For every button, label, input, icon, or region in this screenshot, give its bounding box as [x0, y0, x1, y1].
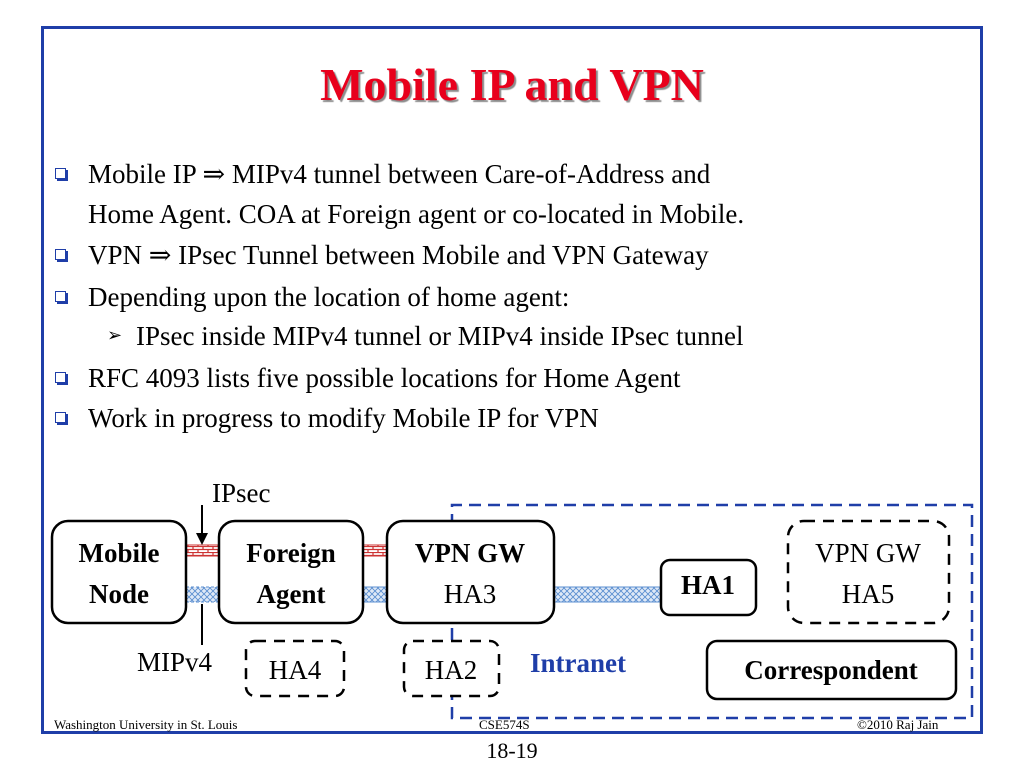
bullet-text: Work in progress to modify Mobile IP for…	[88, 403, 599, 433]
slide-title: Mobile IP and VPN	[320, 59, 704, 110]
correspondent-label: Correspondent	[744, 655, 918, 685]
foreign-agent-label: Foreign	[246, 538, 336, 568]
correspondent-box: Correspondent	[705, 639, 958, 701]
foreign-agent-box: Foreign Agent	[217, 519, 365, 625]
bullet-text: RFC 4093 lists five possible locations f…	[88, 363, 681, 393]
subbullet-text: IPsec inside MIPv4 tunnel or MIPv4 insid…	[136, 321, 744, 351]
bullet-text: Home Agent. COA at Foreign agent or co-l…	[88, 199, 745, 229]
bullet-vpn: VPN ⇒ IPsec Tunnel between Mobile and VP…	[55, 235, 709, 275]
bullet-square-icon	[55, 291, 66, 302]
ipsec-pointer-arrowhead	[196, 533, 208, 545]
ha4-label: HA4	[269, 655, 322, 685]
bullet-text: VPN ⇒ IPsec Tunnel between Mobile and VP…	[88, 240, 709, 270]
ipsec-tunnel-segment	[361, 544, 389, 557]
vpn-gw-ha3-box: VPN GW HA3	[385, 519, 556, 625]
bullet-square-icon	[55, 168, 66, 179]
vpn-gw-ha5-box: VPN GW HA5	[786, 519, 951, 625]
intranet-label: Intranet	[530, 648, 626, 678]
footer-institution: Washington University in St. Louis	[54, 717, 238, 732]
bullet-mobile-ip: Mobile IP ⇒ MIPv4 tunnel between Care-of…	[55, 154, 745, 234]
page-number: 18-19	[486, 738, 538, 763]
mobile-node-label: Node	[89, 579, 149, 609]
bullet-square-icon	[55, 372, 66, 383]
mipv4-tunnel-segment	[185, 586, 221, 603]
mipv4-tunnel-segment	[553, 586, 663, 603]
bullet-work: Work in progress to modify Mobile IP for…	[55, 398, 599, 438]
bullet-square-icon	[55, 249, 66, 260]
ha1-label: HA1	[681, 570, 735, 600]
bullet-square-icon	[55, 412, 66, 423]
footer-course: CSE574S	[479, 717, 530, 732]
arrow-bullet-icon: ➢	[107, 325, 123, 346]
foreign-agent-label: Agent	[257, 579, 326, 609]
vpn-gw-label: VPN GW	[415, 538, 525, 568]
bullet-rfc: RFC 4093 lists five possible locations f…	[55, 358, 681, 398]
ha3-label: HA3	[444, 579, 497, 609]
ha5-label: HA5	[842, 579, 895, 609]
mobile-node-box: Mobile Node	[50, 519, 188, 625]
ha4-box: HA4	[244, 639, 346, 698]
bullet-depending: Depending upon the location of home agen…	[55, 277, 570, 317]
footer-copyright: ©2010 Raj Jain	[857, 717, 939, 732]
mipv4-tunnel-segment	[361, 586, 389, 603]
ha2-label: HA2	[425, 655, 478, 685]
subbullet-ipsec: ➢ IPsec inside MIPv4 tunnel or MIPv4 ins…	[107, 316, 744, 356]
bullet-text: Mobile IP ⇒ MIPv4 tunnel between Care-of…	[88, 159, 711, 189]
ha1-box: HA1	[659, 558, 758, 617]
vpn-gw-label: VPN GW	[815, 538, 921, 568]
slide-frame	[41, 26, 983, 734]
bullet-text: Depending upon the location of home agen…	[88, 282, 570, 312]
ipsec-tunnel-segment	[185, 544, 221, 557]
ha2-box: HA2	[402, 639, 501, 698]
mipv4-label: MIPv4	[137, 647, 213, 677]
mobile-node-label: Mobile	[79, 538, 160, 568]
ipsec-label: IPsec	[212, 478, 270, 508]
